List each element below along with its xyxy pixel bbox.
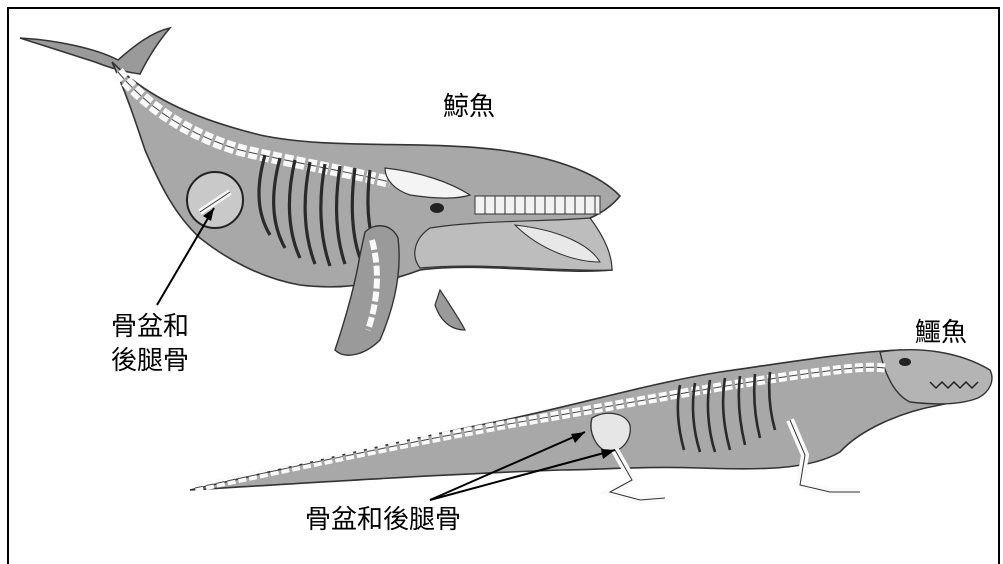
crocodile-eye	[899, 358, 911, 366]
whale-tail-fluke	[20, 28, 170, 74]
whale-lower-jaw	[415, 218, 612, 270]
whale-baleen	[475, 196, 600, 214]
whale-eye	[430, 203, 444, 213]
crocodile-illustration	[190, 350, 992, 500]
crocodile-label: 鱷魚	[915, 318, 967, 348]
whale-illustration	[20, 28, 620, 355]
whale-pointer-label: 骨盆和後腿骨	[111, 310, 193, 378]
whale-pointer-text: 骨盆和後腿骨	[111, 312, 189, 376]
crocodile-pointer-label: 骨盆和後腿骨	[305, 505, 461, 535]
whale-lower-fin	[435, 290, 465, 330]
whale-label: 鯨魚	[443, 92, 495, 122]
